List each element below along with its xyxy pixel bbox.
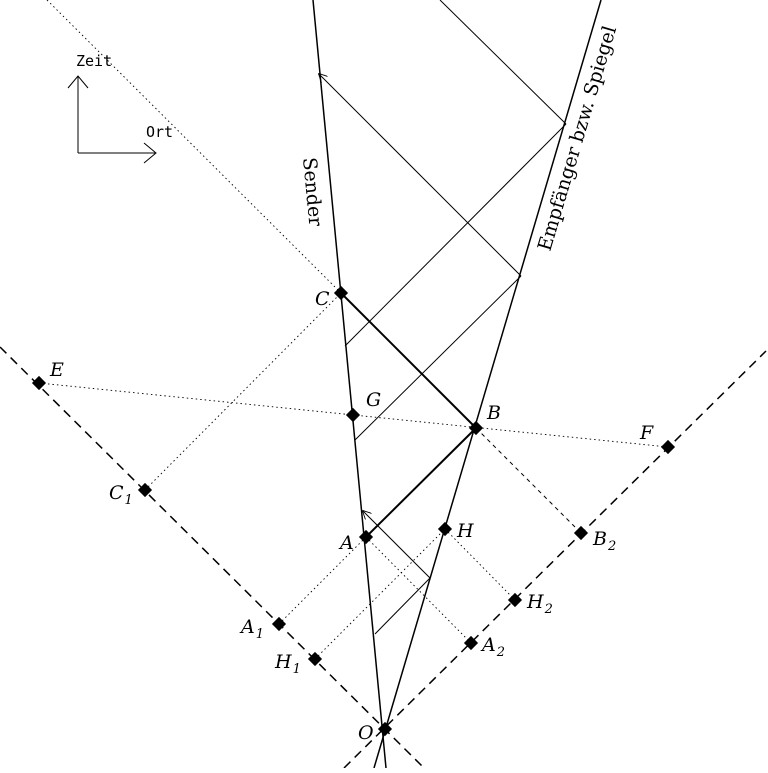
point-O — [377, 721, 393, 737]
light-cone-lines — [0, 346, 767, 769]
line-H1-H — [314, 528, 446, 660]
label-A: A — [338, 532, 354, 554]
line-C-C1 — [46, 0, 342, 294]
worldlines — [312, 0, 602, 769]
light-signals — [319, 0, 567, 635]
point-E — [31, 375, 47, 391]
signal-back-1 — [363, 511, 431, 579]
label-E: E — [49, 359, 64, 381]
segment-A-B — [365, 427, 477, 538]
sender-label: Sender — [298, 156, 326, 228]
signal-up-3 — [344, 123, 567, 347]
signal-back-3 — [439, 0, 567, 125]
light-cone-right — [343, 350, 767, 769]
space-axis-arrowhead — [143, 142, 157, 164]
line-B-B2 — [475, 427, 582, 534]
receiver-label: Empfänger bzw. Spiegel — [534, 23, 621, 253]
label-F: F — [639, 422, 654, 444]
segment-C-B — [340, 292, 477, 429]
point-A1 — [271, 616, 287, 632]
light-cone-left — [0, 346, 425, 769]
signal-up-1 — [374, 577, 431, 635]
point-H — [437, 521, 453, 537]
point-B — [468, 420, 484, 436]
label-B2: B2 — [592, 528, 616, 554]
signal-back-2 — [319, 74, 522, 277]
point-F — [660, 439, 676, 455]
receiver-worldline — [373, 0, 602, 769]
point-C1 — [137, 482, 153, 498]
point-H1 — [307, 651, 323, 667]
time-axis-label: Zeit — [76, 52, 112, 70]
signal-up-2 — [354, 275, 522, 441]
point-labels: O A B C G H E F C1 A1 H1 A2 B2 H2 — [49, 288, 654, 744]
label-C1: C1 — [109, 482, 133, 508]
time-axis-arrowhead — [67, 75, 89, 89]
triangle-ABC — [340, 292, 477, 538]
point-H2 — [507, 592, 523, 608]
construction-lines — [38, 0, 669, 660]
label-C: C — [315, 288, 330, 310]
label-G: G — [366, 389, 381, 411]
label-A1: A1 — [239, 616, 264, 642]
space-axis-label: Ort — [146, 123, 173, 141]
label-A2: A2 — [480, 634, 505, 660]
label-H: H — [456, 520, 474, 542]
label-H2: H2 — [526, 591, 553, 617]
label-B: B — [486, 402, 501, 424]
label-H1: H1 — [274, 651, 301, 677]
point-A — [358, 529, 374, 545]
point-C — [333, 285, 349, 301]
point-markers — [31, 285, 676, 737]
label-O: O — [358, 722, 374, 744]
line-C1-C — [144, 292, 342, 491]
axis-legend: Zeit Ort — [67, 52, 173, 164]
point-B2 — [573, 525, 589, 541]
point-A2 — [463, 635, 479, 651]
line-H-H2 — [444, 528, 516, 601]
point-G — [345, 407, 361, 423]
sender-worldline — [312, 0, 387, 769]
